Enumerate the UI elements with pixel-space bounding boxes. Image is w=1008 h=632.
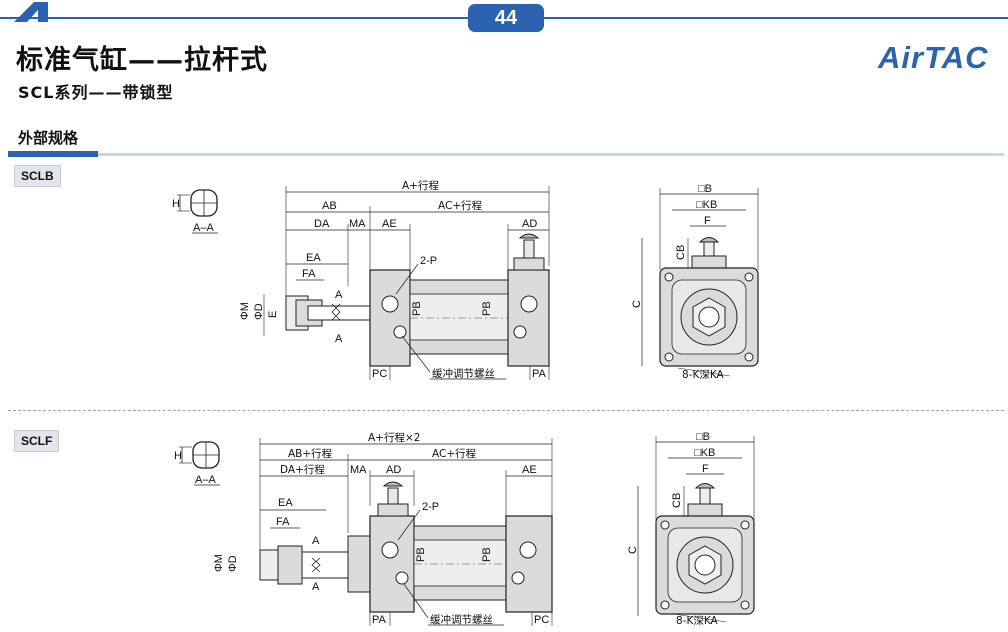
end-cb: CB <box>671 493 683 508</box>
page-title: 标准气缸——拉杆式 <box>16 45 268 76</box>
section-a-bottom: A <box>312 581 320 593</box>
section-dim-label: H <box>172 198 180 210</box>
sclf-end-view: □B □KB F C CB 8-K深KA <box>627 431 755 627</box>
end-c: C <box>627 546 639 554</box>
section-a-top: A <box>335 289 343 301</box>
end-f: F <box>702 463 709 475</box>
end-holes: 8-K深KA <box>676 615 719 627</box>
dim-pb-right: PB <box>481 547 493 562</box>
dim-pc: PC <box>372 368 387 380</box>
end-f: F <box>704 215 711 227</box>
sclf-side-view: A+行程×2 AB+行程 AC+行程 DA+行程 MA AD AE EA FA … <box>213 431 553 626</box>
section-rule <box>98 153 1004 156</box>
dim-fa: FA <box>302 268 316 280</box>
dim-ac: AC+行程 <box>438 199 483 212</box>
dim-ac: AC+行程 <box>432 447 477 460</box>
dim-ae: AE <box>382 218 397 230</box>
section-label: A–A <box>195 474 216 486</box>
model-tag-sclf: SCLF <box>14 430 60 452</box>
dim-ma: MA <box>350 464 367 476</box>
cushion-label: 缓冲调节螺丝 <box>430 613 493 626</box>
dim-da: DA+行程 <box>280 463 325 476</box>
page-number: 44 <box>468 4 544 32</box>
section-a-top: A <box>312 535 320 547</box>
dim-phi-m: ΦM <box>213 554 225 572</box>
sclf-section-view: H A–A <box>174 441 220 486</box>
dim-pa: PA <box>372 614 387 626</box>
dim-pc: PC <box>534 614 549 626</box>
port-label: 2-P <box>420 255 437 267</box>
dim-ae: AE <box>522 464 537 476</box>
dim-phi-d: ΦD <box>227 555 239 572</box>
section-a-bottom: A <box>335 333 343 345</box>
cushion-label: 缓冲调节螺丝 <box>432 367 495 380</box>
model-tag-sclb: SCLB <box>14 165 61 187</box>
dim-ma: MA <box>349 218 366 230</box>
dim-ab: AB <box>322 200 337 212</box>
end-kb: □KB <box>696 199 717 211</box>
end-b: □B <box>696 431 710 443</box>
port-label: 2-P <box>422 501 439 513</box>
dim-phi-m: ΦM <box>239 302 251 320</box>
dim-pa: PA <box>532 368 547 380</box>
sclb-section-view: H A–A <box>172 189 218 234</box>
section-bar <box>8 151 98 157</box>
dim-overall: A+行程 <box>402 179 439 192</box>
dim-pb-left: PB <box>415 547 427 562</box>
end-cb: CB <box>675 245 687 260</box>
dim-pb-left: PB <box>411 301 423 316</box>
end-c: C <box>631 300 643 308</box>
dim-ad: AD <box>386 464 401 476</box>
dim-ab: AB+行程 <box>288 447 333 460</box>
section-label: A–A <box>193 222 214 234</box>
end-b: □B <box>698 183 712 195</box>
dim-da: DA <box>314 218 330 230</box>
dim-overall: A+行程×2 <box>368 431 420 444</box>
logo-mark-icon <box>14 2 48 22</box>
sclb-end-view: □B □KB F C CB 8-K深KA <box>631 183 759 380</box>
end-kb: □KB <box>694 447 715 459</box>
brand-logo: AirTAC <box>878 40 989 75</box>
dim-ad: AD <box>522 218 537 230</box>
sclb-side-view: A+行程 AB AC+行程 DA MA AE AD EA FA A A ΦM Φ… <box>239 179 550 380</box>
section-dim-label: H <box>174 450 182 462</box>
dim-ea: EA <box>306 252 321 264</box>
end-holes: 8-K深KA <box>682 369 725 380</box>
dim-ea: EA <box>278 497 293 509</box>
section-title: 外部规格 <box>18 129 79 147</box>
dim-e: E <box>267 311 279 318</box>
dim-phi-d: ΦD <box>253 303 265 320</box>
dim-pb-right: PB <box>481 301 493 316</box>
model-divider <box>8 410 1004 411</box>
dim-fa: FA <box>276 516 290 528</box>
series-subtitle: SCL系列——带锁型 <box>18 83 174 102</box>
